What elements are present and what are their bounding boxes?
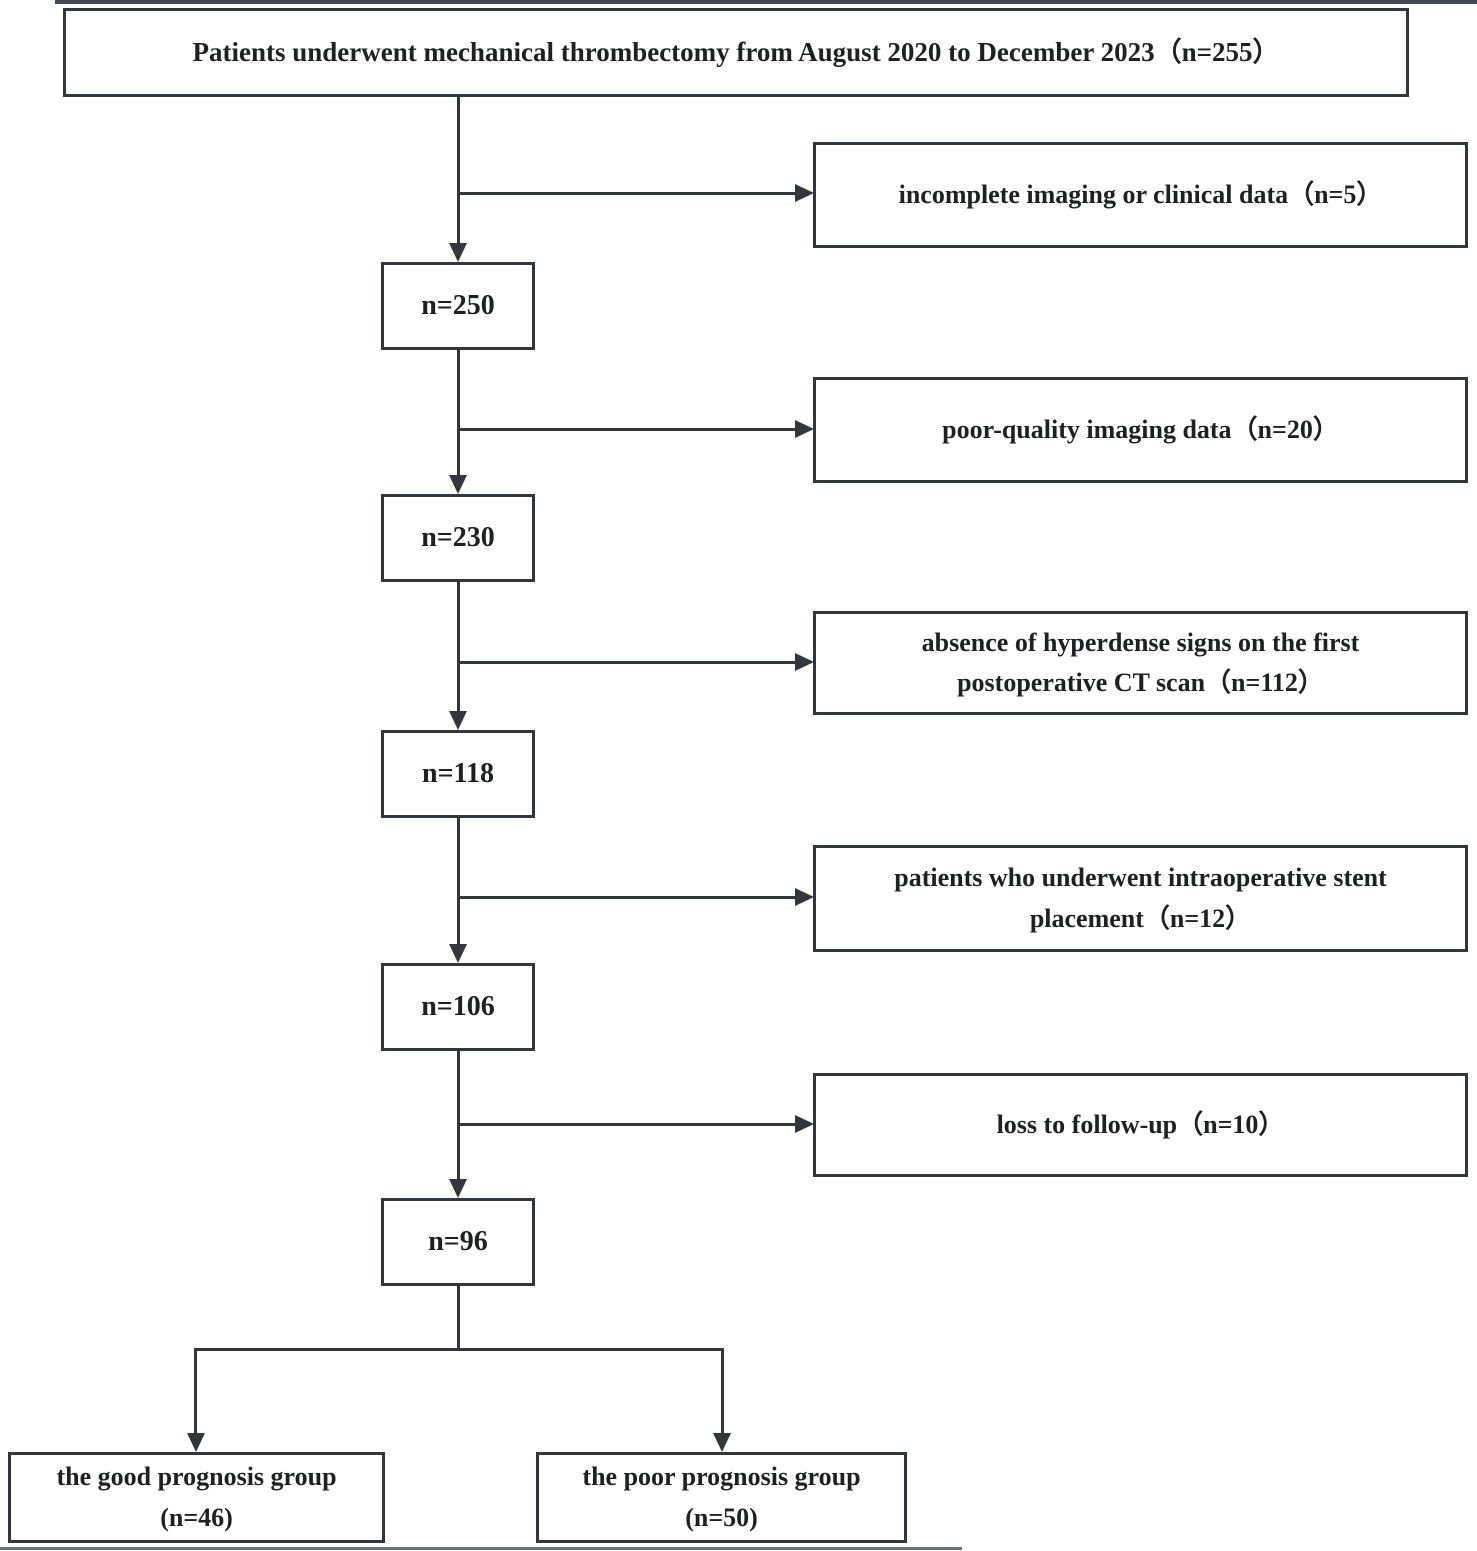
flow-line [457, 97, 460, 246]
outcome-label: the poor prognosis group (n=50) [582, 1462, 861, 1532]
flow-line [721, 1348, 724, 1436]
count-label: n=106 [421, 991, 495, 1023]
exclusion-label: poor-quality imaging data（n=20） [942, 414, 1339, 444]
count-box-106: n=106 [381, 963, 535, 1051]
exclusion-label: loss to follow-up（n=10） [996, 1109, 1285, 1139]
exclusion-box-stent-placement: patients who underwent intraoperative st… [813, 845, 1468, 952]
flow-line [194, 1348, 724, 1351]
arrowhead-down-icon [187, 1433, 205, 1452]
flow-line [457, 1123, 796, 1126]
arrowhead-down-icon [449, 944, 467, 963]
flow-line [457, 428, 796, 431]
flow-line [457, 1051, 460, 1182]
exclusion-label: incomplete imaging or clinical data（n=5） [898, 179, 1383, 209]
exclusion-label: patients who underwent intraoperative st… [894, 863, 1387, 933]
flow-line [457, 192, 796, 195]
flow-line [457, 896, 796, 899]
exclusion-box-incomplete-data: incomplete imaging or clinical data（n=5） [813, 142, 1468, 248]
count-box-250: n=250 [381, 262, 535, 350]
bottom-edge-strip [0, 1547, 962, 1550]
arrowhead-down-icon [449, 475, 467, 494]
count-label: n=96 [428, 1226, 488, 1258]
count-box-96: n=96 [381, 1198, 535, 1286]
count-label: n=250 [421, 290, 495, 322]
outcome-label: the good prognosis group (n=46) [56, 1462, 337, 1532]
count-label: n=118 [422, 758, 494, 790]
flow-line [457, 818, 460, 947]
flow-line [457, 1286, 460, 1351]
arrowhead-down-icon [449, 243, 467, 262]
enrollment-label: Patients underwent mechanical thrombecto… [192, 36, 1280, 67]
exclusion-box-poor-quality: poor-quality imaging data（n=20） [813, 377, 1468, 483]
exclusion-label: absence of hyperdense signs on the first… [921, 627, 1360, 697]
flow-line [457, 350, 460, 478]
arrowhead-right-icon [795, 184, 814, 202]
flow-line [457, 582, 460, 714]
arrowhead-down-icon [713, 1433, 731, 1452]
arrowhead-right-icon [795, 420, 814, 438]
flow-line [457, 661, 796, 664]
count-label: n=230 [421, 522, 495, 554]
count-box-230: n=230 [381, 494, 535, 582]
arrowhead-down-icon [449, 711, 467, 730]
count-box-118: n=118 [381, 730, 535, 818]
outcome-box-good-prognosis: the good prognosis group (n=46) [8, 1452, 385, 1543]
outcome-box-poor-prognosis: the poor prognosis group (n=50) [536, 1452, 907, 1543]
exclusion-box-no-hyperdense-signs: absence of hyperdense signs on the first… [813, 611, 1468, 715]
top-edge-strip [55, 0, 1477, 4]
arrowhead-right-icon [795, 653, 814, 671]
enrollment-box: Patients underwent mechanical thrombecto… [63, 8, 1409, 97]
exclusion-box-loss-to-followup: loss to follow-up（n=10） [813, 1073, 1468, 1177]
flow-line [194, 1348, 197, 1436]
arrowhead-down-icon [449, 1179, 467, 1198]
arrowhead-right-icon [795, 888, 814, 906]
arrowhead-right-icon [795, 1115, 814, 1133]
